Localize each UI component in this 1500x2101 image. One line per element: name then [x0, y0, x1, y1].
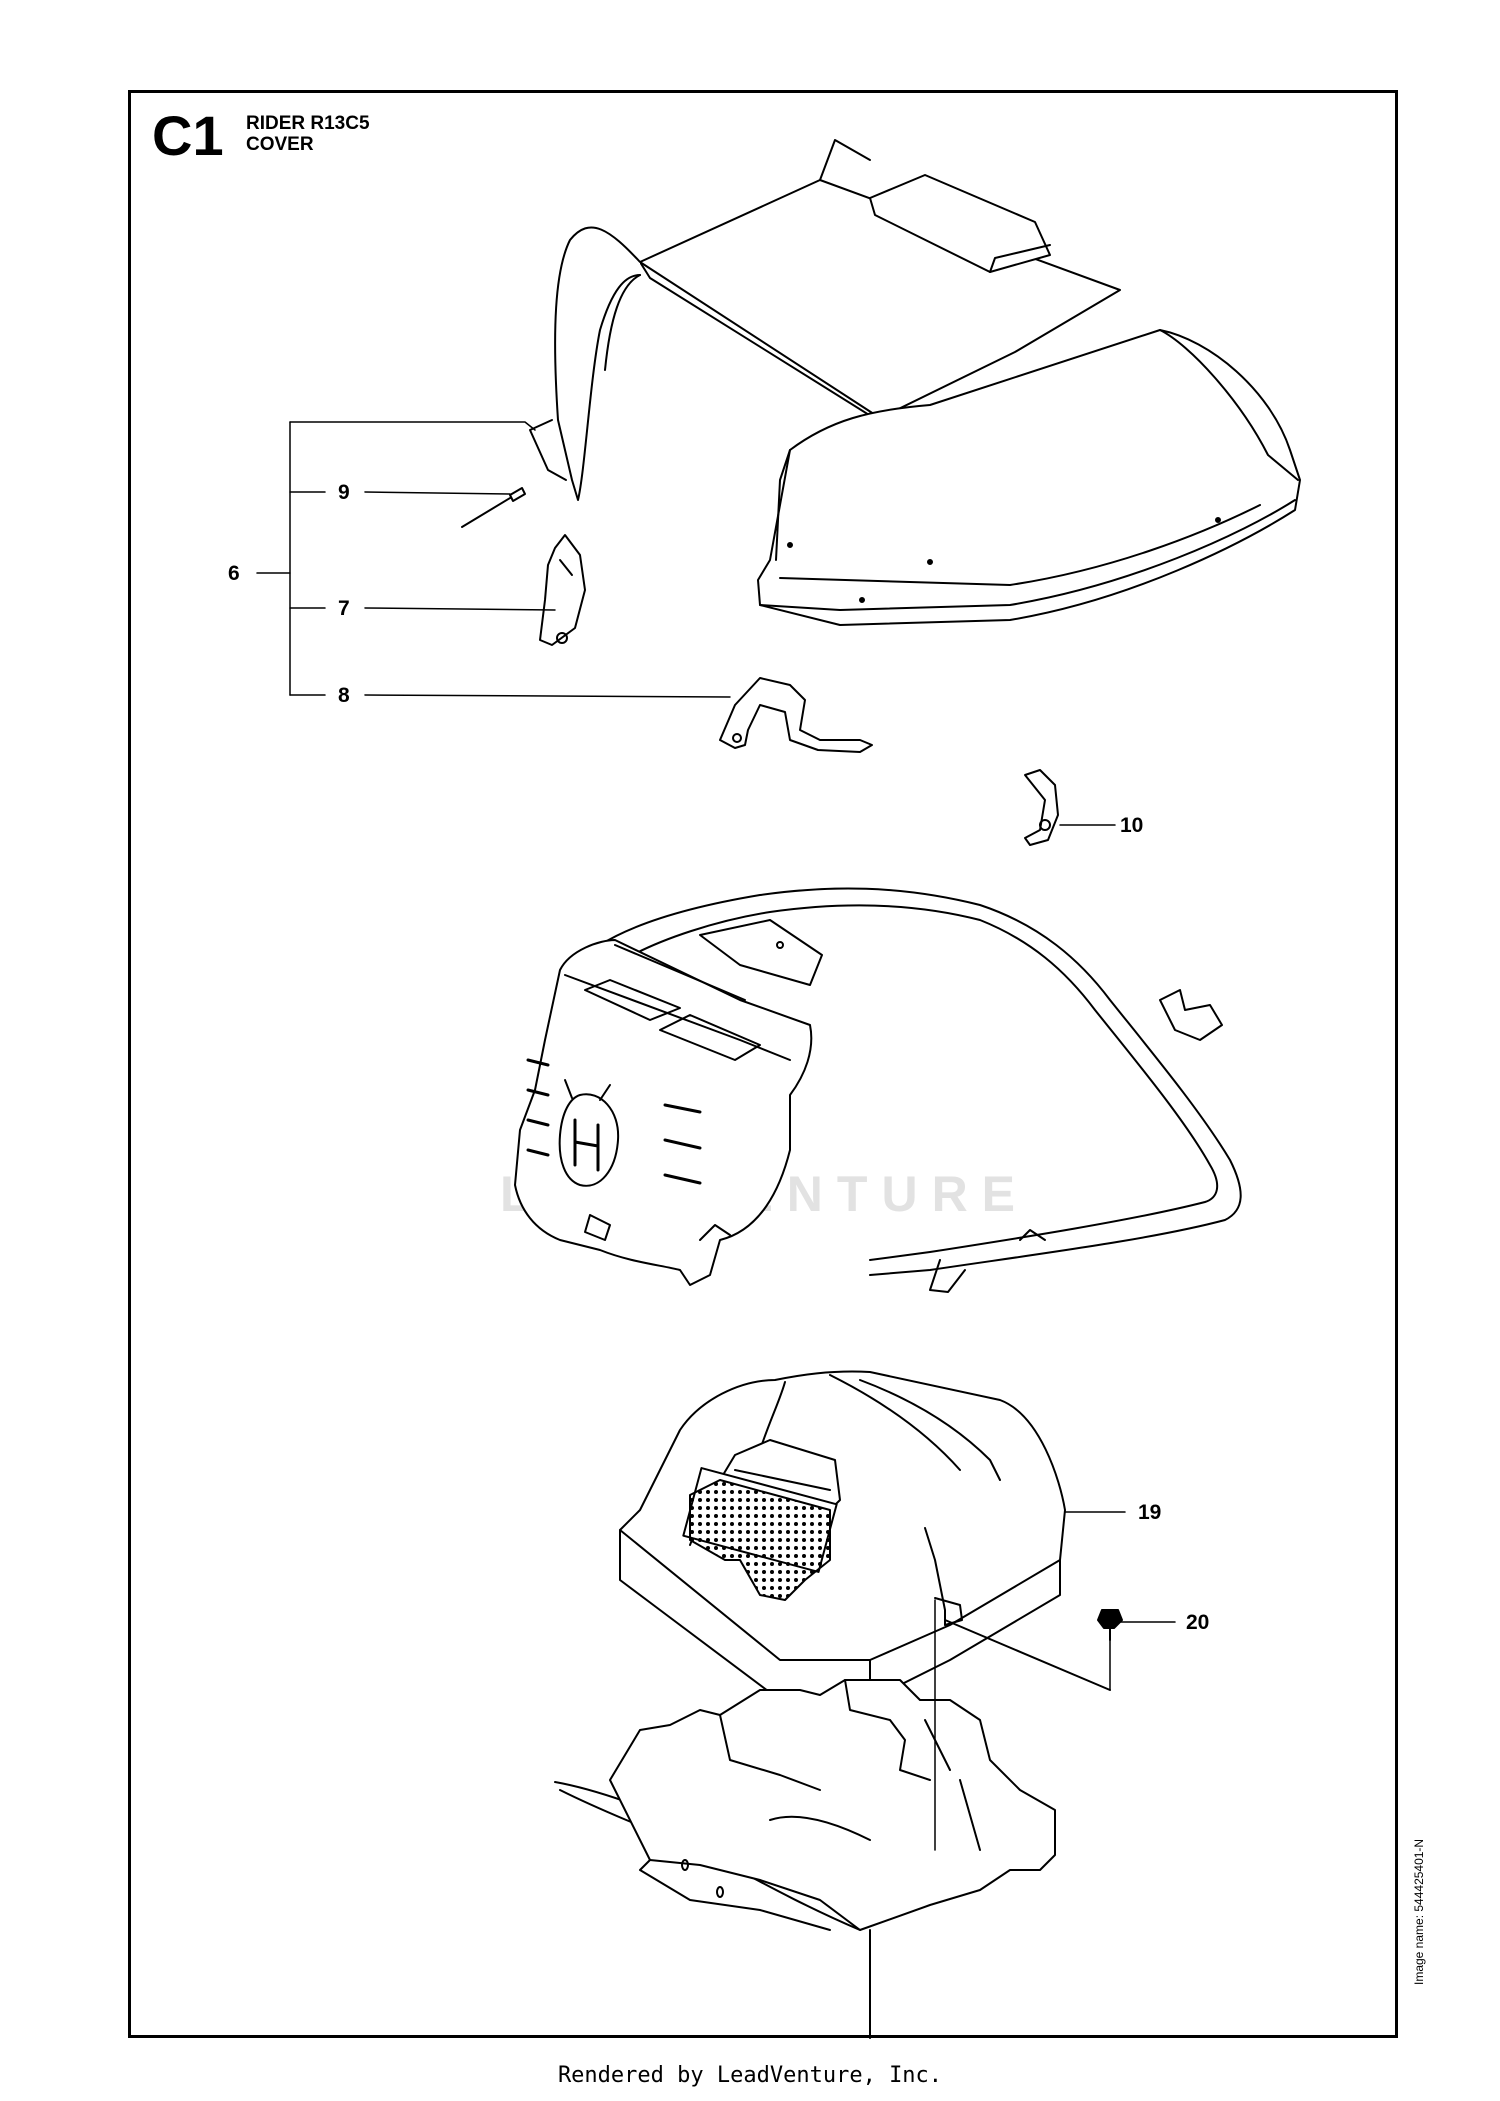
diagram-title: RIDER R13C5 COVER	[246, 113, 370, 155]
diagram-frame	[128, 90, 1398, 2038]
callout-10: 10	[1120, 814, 1144, 837]
callout-8: 8	[338, 684, 350, 707]
leader-lines	[256, 421, 1176, 1851]
pin-part-9	[461, 487, 526, 528]
model-name: RIDER R13C5	[246, 113, 370, 134]
callout-7: 7	[338, 597, 350, 620]
bracket-part-8	[719, 677, 873, 753]
image-name-label: Image name: 544425401-N	[1412, 1838, 1426, 1985]
screw-part-20	[1097, 1609, 1123, 1641]
section-code: C1	[152, 104, 224, 167]
callout-6: 6	[228, 562, 240, 585]
seat-cover-part-19	[619, 1370, 1111, 1701]
hood-cover-part	[529, 139, 1301, 626]
callout-9: 9	[338, 481, 350, 504]
base-tray-part	[554, 1679, 1056, 2039]
footer-credit: Rendered by LeadVenture, Inc.	[557, 2063, 943, 2088]
assembly-name: COVER	[246, 134, 314, 155]
frame-tube-assembly	[599, 887, 1242, 1293]
clip-part-10	[1024, 769, 1059, 846]
callout-20: 20	[1186, 1611, 1210, 1634]
bracket-part-7	[539, 534, 586, 646]
dash-console-part	[514, 939, 813, 1286]
callout-19: 19	[1138, 1501, 1162, 1524]
